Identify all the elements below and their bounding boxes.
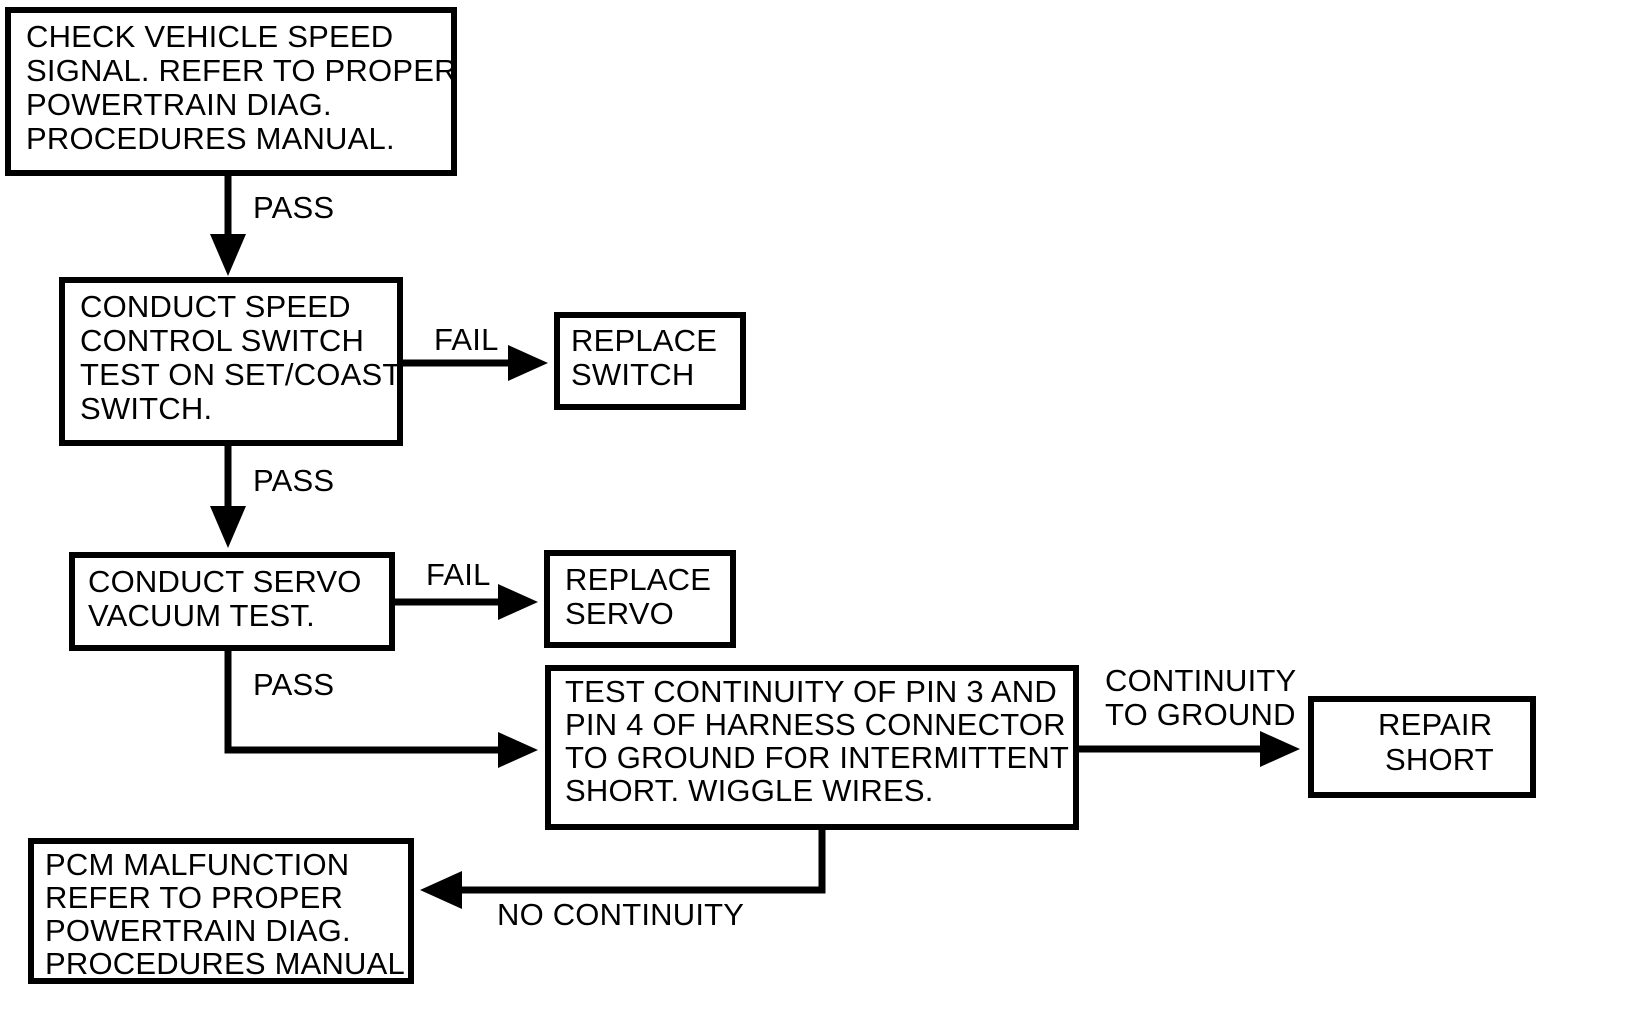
node-line: TO GROUND FOR INTERMITTENT — [565, 740, 1069, 775]
arrowhead-icon — [498, 732, 538, 768]
node-line: REPLACE — [565, 562, 711, 597]
node-line: PROCEDURES MANUAL — [45, 946, 405, 981]
arrowhead-icon — [1260, 731, 1300, 767]
edge-label: PASS — [253, 667, 334, 702]
node-line: PROCEDURES MANUAL. — [26, 121, 395, 156]
node-box — [554, 312, 746, 410]
arrowhead-icon — [210, 506, 246, 548]
node-line: SERVO — [565, 596, 674, 631]
node-line: SHORT — [1385, 742, 1494, 777]
node-box — [5, 7, 457, 176]
node-line: CONDUCT SPEED — [80, 289, 351, 324]
node-line: CONDUCT SERVO — [88, 564, 362, 599]
arrowhead-icon — [498, 584, 538, 620]
node-line: SIGNAL. REFER TO PROPER — [26, 53, 457, 88]
arrowhead-icon — [508, 345, 548, 381]
node-line: SWITCH — [571, 357, 694, 392]
node-line: PIN 4 OF HARNESS CONNECTOR — [565, 707, 1066, 742]
edge-label: PASS — [253, 463, 334, 498]
edge-label: PASS — [253, 190, 334, 225]
edge-line — [460, 827, 826, 894]
node-conduct-servo-vacuum-test[interactable]: CONDUCT SERVO VACUUM TEST. — [69, 552, 395, 651]
edge-line — [224, 648, 500, 754]
node-line: REFER TO PROPER — [45, 880, 343, 915]
node-repair-short[interactable]: REPAIR SHORT — [1308, 696, 1536, 798]
node-line: TEST ON SET/COAST — [80, 357, 401, 392]
node-line: REPLACE — [571, 323, 717, 358]
node-pcm-malfunction[interactable]: PCM MALFUNCTION REFER TO PROPER POWERTRA… — [28, 838, 414, 984]
edge-pass-2: PASS — [210, 443, 334, 548]
node-box — [59, 277, 403, 446]
edge-pass-1: PASS — [210, 173, 334, 276]
edge-label: CONTINUITY — [1105, 663, 1296, 698]
edge-label: FAIL — [434, 322, 499, 357]
node-line: TEST CONTINUITY OF PIN 3 AND — [565, 674, 1057, 709]
edge-label: TO GROUND — [1105, 697, 1296, 732]
node-line: REPAIR — [1378, 707, 1492, 742]
arrowhead-icon — [420, 871, 462, 909]
edge-pass-3: PASS — [224, 648, 538, 768]
node-box — [1308, 696, 1536, 798]
edge-label: FAIL — [426, 557, 491, 592]
node-conduct-speed-control-switch-test[interactable]: CONDUCT SPEED CONTROL SWITCH TEST ON SET… — [59, 277, 403, 446]
edge-continuity-to-ground: CONTINUITY TO GROUND — [1076, 663, 1300, 767]
edge-no-continuity: NO CONTINUITY — [420, 827, 826, 932]
edge-fail-2: FAIL — [392, 557, 538, 620]
edge-fail-1: FAIL — [400, 322, 548, 381]
node-test-continuity-harness[interactable]: TEST CONTINUITY OF PIN 3 AND PIN 4 OF HA… — [545, 665, 1079, 830]
arrowhead-icon — [210, 234, 246, 276]
node-line: PCM MALFUNCTION — [45, 847, 349, 882]
node-replace-servo[interactable]: REPLACE SERVO — [544, 550, 736, 648]
node-line: VACUUM TEST. — [88, 598, 315, 633]
node-check-vehicle-speed-signal[interactable]: CHECK VEHICLE SPEED SIGNAL. REFER TO PRO… — [5, 7, 457, 176]
node-line: CONTROL SWITCH — [80, 323, 364, 358]
edge-label: NO CONTINUITY — [497, 897, 744, 932]
node-box — [544, 550, 736, 648]
node-line: POWERTRAIN DIAG. — [45, 913, 351, 948]
node-box — [69, 552, 395, 651]
node-line: SHORT. WIGGLE WIRES. — [565, 773, 934, 808]
node-line: CHECK VEHICLE SPEED — [26, 19, 393, 54]
node-replace-switch[interactable]: REPLACE SWITCH — [554, 312, 746, 410]
node-line: POWERTRAIN DIAG. — [26, 87, 332, 122]
node-box — [28, 838, 414, 984]
node-line: SWITCH. — [80, 391, 212, 426]
